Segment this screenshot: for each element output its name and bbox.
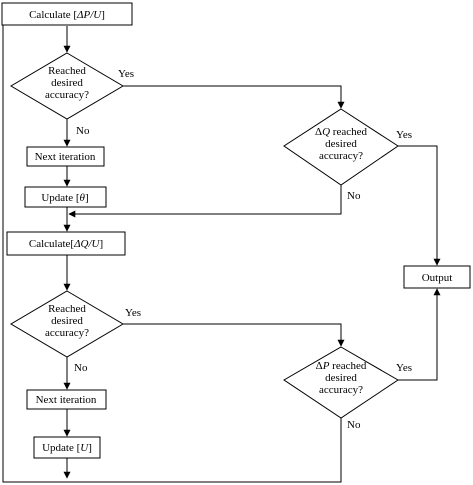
label-line-0-part-1: Q <box>322 126 330 138</box>
label-part-0: Update [ <box>41 192 80 204</box>
label-line-2: accuracy? <box>319 150 363 162</box>
next-iteration-box-1: Next iteration <box>26 146 105 167</box>
label-line-0-part-0: Δ <box>315 126 322 138</box>
label-part-2: ] <box>101 9 105 21</box>
label-line-0: ΔP reached <box>316 360 367 372</box>
calc-dq-box: Calculate[ΔQ/U] <box>6 231 126 256</box>
edge-dp-decision-yes-to-output <box>398 288 441 381</box>
edge-label-accuracy-1-yes: Yes <box>118 68 134 80</box>
calc-dq-label: Calculate[ΔQ/U] <box>29 238 103 250</box>
label-line-1: desired <box>325 372 357 384</box>
label-line-2: accuracy? <box>319 384 363 396</box>
label-part-2: ] <box>85 192 89 204</box>
edge-label-dq-no: No <box>347 190 361 202</box>
calc-dp-label: Calculate [ΔP/U] <box>29 9 105 21</box>
output-label: Output <box>422 272 453 284</box>
edge-decision-1-yes-to-dq-decision <box>123 85 345 109</box>
edge-dq-decision-yes-to-output <box>398 145 441 266</box>
label-part-1: θ <box>80 192 86 204</box>
label-line-0-part-2: reached <box>329 360 366 372</box>
edge-decision-2-yes-to-dp-decision <box>123 323 345 347</box>
update-u-label: Update [U] <box>42 442 92 454</box>
label-part-0: Output <box>422 272 453 284</box>
label-line-0-part-0: Δ <box>316 360 323 372</box>
label-line-0: ΔQ reached <box>315 126 367 138</box>
label-line-0: Reached <box>48 65 86 77</box>
edge-label-accuracy-2-no: No <box>74 362 88 374</box>
label-line-2: accuracy? <box>45 327 89 339</box>
label-part-1: ΔP/U <box>76 9 102 21</box>
label-line-0: Reached <box>48 303 86 315</box>
label-part-0: Calculate [ <box>29 9 77 21</box>
label-line-1: desired <box>325 138 357 150</box>
label-line-0-part-2: reached <box>330 126 367 138</box>
edge-label-dp-no: No <box>347 419 361 431</box>
label-part-2: ] <box>88 442 92 454</box>
next-iteration-2-label: Next iteration <box>36 394 97 406</box>
output-box: Output <box>403 265 471 289</box>
label-part-1: U <box>80 442 89 454</box>
update-theta-box: Update [θ] <box>24 186 107 208</box>
label-part-0: Update [ <box>42 442 81 454</box>
edge-dq-decision-no-merge <box>68 185 342 218</box>
next-iteration-box-2: Next iteration <box>26 389 107 410</box>
label-line-0-part-1: P <box>322 360 330 372</box>
label-part-2: ] <box>99 238 103 250</box>
label-part-0: Next iteration <box>36 394 97 406</box>
label-part-0: Calculate[ <box>29 238 75 250</box>
edge-label-dp-yes: Yes <box>396 362 412 374</box>
next-iteration-1-label: Next iteration <box>35 151 96 163</box>
label-part-1: ΔQ/U <box>73 238 100 250</box>
label-line-1: desired <box>51 77 83 89</box>
edge-label-dq-yes: Yes <box>396 129 412 141</box>
update-u-box: Update [U] <box>33 436 101 459</box>
calc-dp-box: Calculate [ΔP/U] <box>1 2 133 26</box>
edge-label-accuracy-2-yes: Yes <box>125 307 141 319</box>
label-part-0: Next iteration <box>35 151 96 163</box>
update-theta-label: Update [θ] <box>41 192 88 204</box>
label-line-1: desired <box>51 315 83 327</box>
label-line-2: accuracy? <box>45 89 89 101</box>
edge-label-accuracy-1-no: No <box>76 125 90 137</box>
